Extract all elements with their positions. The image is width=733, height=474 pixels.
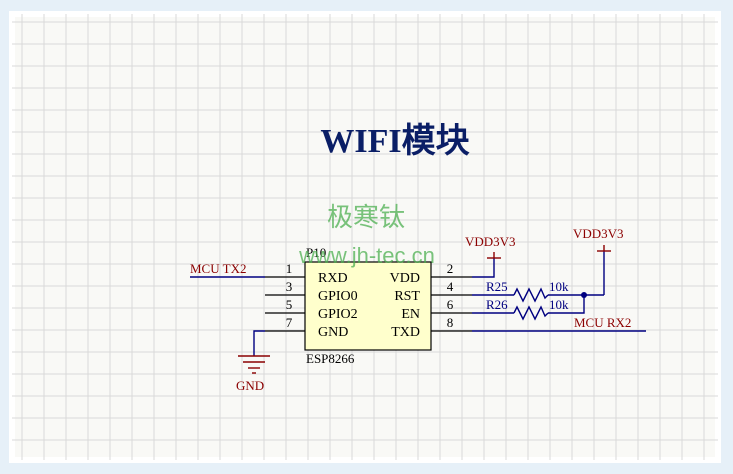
pin-number-4: 4: [447, 279, 454, 294]
pin-name-rst: RST: [394, 289, 420, 304]
resistor-r26: [513, 305, 549, 321]
pin-number-5: 5: [286, 297, 293, 312]
gnd-label: GND: [236, 378, 264, 393]
net-label-mcu-tx: MCU TX2: [190, 261, 246, 276]
r26-value: 10k: [549, 297, 569, 312]
pin-number-7: 7: [286, 315, 293, 330]
component-designator: P10: [306, 245, 326, 260]
wire-gnd: [253, 330, 265, 356]
pin-name-gpio2: GPIO2: [318, 307, 358, 322]
watermark-chinese: 极寒钛: [327, 202, 405, 232]
grid: [12, 14, 718, 460]
esp8266-body: [304, 261, 432, 351]
r25-value: 10k: [549, 279, 569, 294]
pin-name-rxd: RXD: [318, 271, 348, 286]
watermark-url: www.jh-tec.cn: [298, 243, 435, 268]
wire-r26-out: [548, 295, 585, 314]
net-label-mcu-rx: MCU RX2: [574, 315, 631, 330]
component-part: ESP8266: [306, 351, 355, 366]
pin-name-en: EN: [401, 307, 420, 322]
resistor-r25: [513, 287, 549, 303]
pin-number-8: 8: [447, 315, 454, 330]
r26-designator: R26: [486, 297, 508, 312]
pin-name-gpio0: GPIO0: [318, 289, 358, 304]
vdd-right-label: VDD3V3: [573, 226, 624, 241]
pin-name-txd: TXD: [391, 325, 420, 340]
junction-dot: [581, 292, 587, 298]
pin-number-1: 1: [286, 261, 293, 276]
r25-designator: R25: [486, 279, 508, 294]
pin-number-2: 2: [447, 261, 454, 276]
pin-number-3: 3: [286, 279, 293, 294]
wire-vdd-left: [472, 258, 495, 278]
vdd-left-label: VDD3V3: [465, 234, 516, 249]
pin-name-vdd: VDD: [390, 271, 420, 286]
pin-name-gnd: GND: [318, 325, 348, 340]
schematic-title: WIFI模块: [320, 122, 469, 160]
pin-number-6: 6: [447, 297, 454, 312]
